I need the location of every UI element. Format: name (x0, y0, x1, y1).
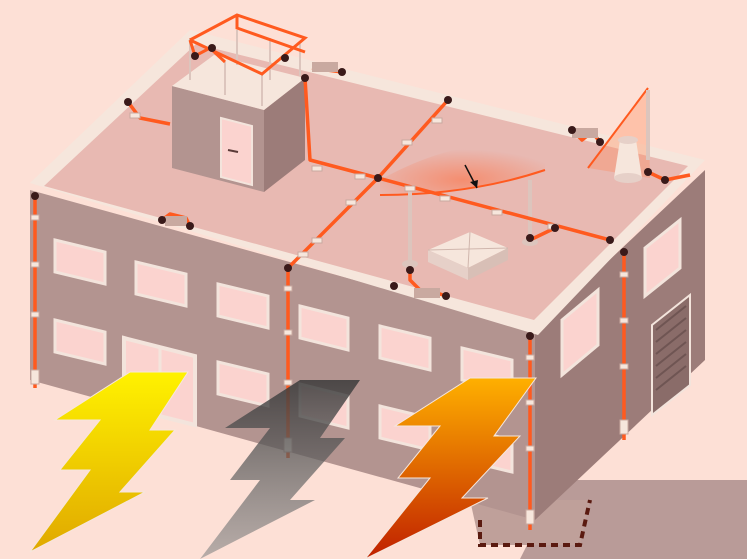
side-windows (560, 216, 682, 379)
skylight (427, 231, 509, 280)
rooftop-stair-enclosure (172, 13, 309, 192)
window (643, 216, 682, 300)
air-terminal-masts (408, 90, 650, 262)
window (53, 238, 107, 286)
window (134, 260, 188, 308)
window (216, 282, 270, 330)
orange-lightning-bolt (364, 377, 537, 559)
side-ventilation-grille (651, 292, 691, 418)
window (53, 318, 107, 366)
expansion-joints (165, 62, 598, 298)
gray-lightning-bolt (200, 380, 360, 559)
protection-zone-arc (379, 144, 546, 196)
window (378, 324, 432, 372)
window (560, 286, 600, 379)
conductor-joints (31, 44, 669, 340)
chimney-vent (614, 136, 642, 183)
yellow-lightning-bolt (29, 371, 189, 553)
window (298, 304, 350, 352)
